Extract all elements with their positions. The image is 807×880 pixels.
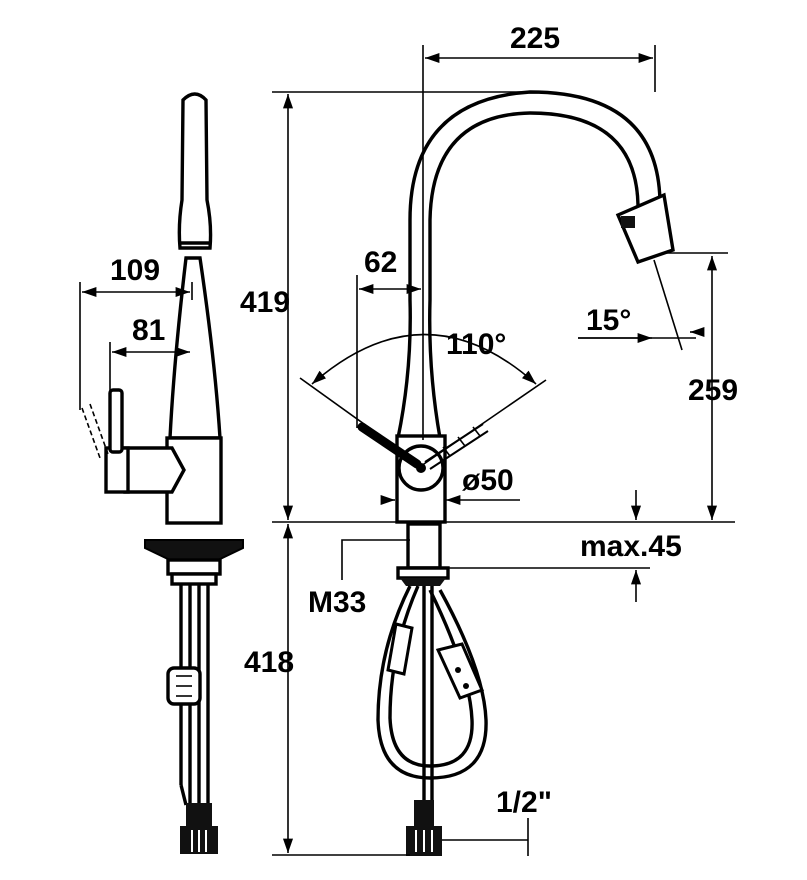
- dim-width: 225: [510, 22, 560, 55]
- side-neck: [168, 256, 222, 440]
- front-shank: [406, 522, 442, 570]
- side-view: 109 81: [79, 92, 244, 854]
- dim-outlet-height: 259: [688, 374, 738, 407]
- dim-spout-tilt: 15°: [586, 304, 631, 337]
- front-spout-inner: [428, 111, 646, 439]
- side-lever-handle: [108, 388, 124, 454]
- dim-side-lever: 81: [132, 314, 165, 347]
- dim-connection: 1/2": [496, 786, 552, 819]
- side-lever-housing: [123, 446, 186, 494]
- front-spout-outer: [396, 90, 670, 439]
- dim-swing-angle: 110°: [446, 328, 506, 361]
- dim-height: 419: [240, 286, 290, 319]
- dim-lever-offset: 62: [364, 246, 397, 279]
- front-spray-head: [615, 192, 675, 265]
- front-view: 225 419 418 62 110° 15° 259 ø50: [240, 22, 738, 856]
- dim-body-diameter: ø50: [462, 464, 514, 497]
- side-lever-knob: [104, 446, 130, 494]
- dim-below-deck: 418: [244, 646, 294, 679]
- dim-deck-max: max.45: [580, 530, 682, 563]
- side-deck-plate: [144, 539, 244, 561]
- dim-side-depth: 109: [110, 254, 160, 287]
- dim-thread: M33: [308, 586, 366, 619]
- side-spout: [177, 92, 213, 250]
